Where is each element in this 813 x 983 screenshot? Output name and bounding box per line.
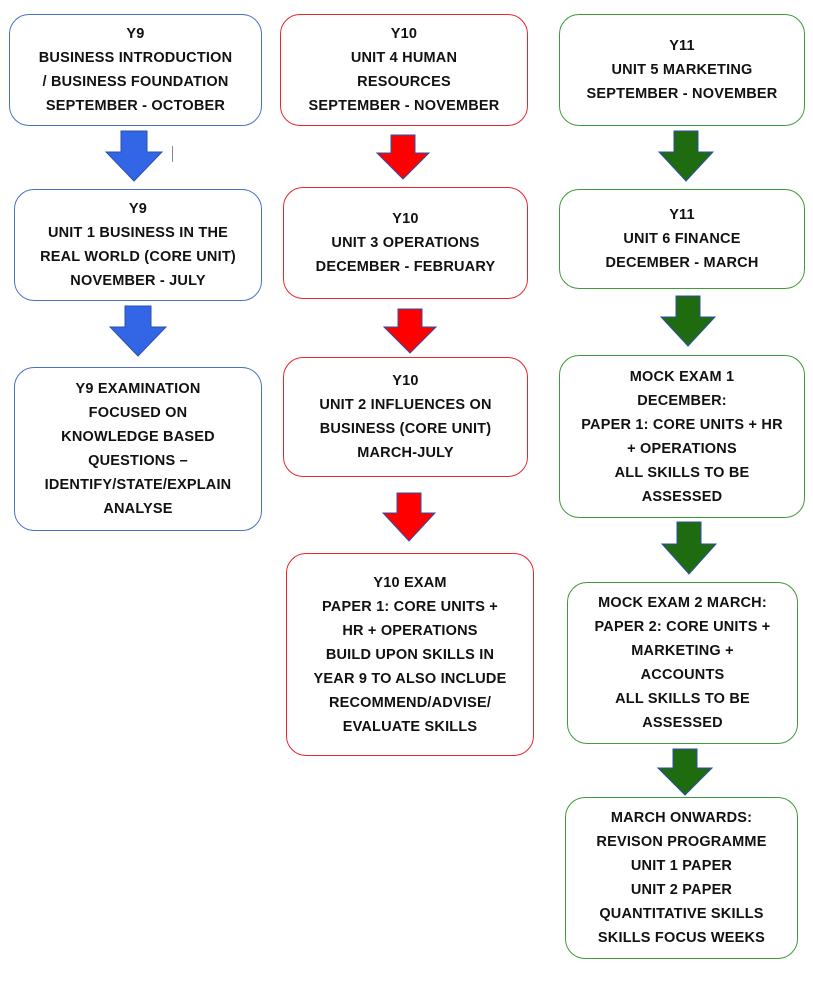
box-line: BUILD UPON SKILLS IN [325, 646, 495, 663]
y10-unit3-box: Y10 UNIT 3 OPERATIONS DECEMBER - FEBRUAR… [283, 187, 528, 299]
y10-unit2-box: Y10 UNIT 2 INFLUENCES ON BUSINESS (CORE … [283, 357, 528, 477]
march-onwards-box: MARCH ONWARDS: REVISON PROGRAMME UNIT 1 … [565, 797, 798, 959]
box-line: UNIT 4 HUMAN [350, 50, 458, 66]
box-line: RECOMMEND/ADVISE/ [328, 694, 492, 711]
box-line: MOCK EXAM 1 [629, 368, 735, 385]
box-line: DECEMBER: [637, 392, 727, 409]
box-line: REAL WORLD (CORE UNIT) [40, 249, 236, 265]
box-line: UNIT 1 BUSINESS IN THE [47, 225, 229, 241]
box-line: QUESTIONS – [88, 453, 188, 469]
box-line: QUANTITATIVE SKILLS [599, 906, 764, 922]
box-line: ALL SKILLS TO BE [614, 464, 750, 481]
y11-unit5-box: Y11 UNIT 5 MARKETING SEPTEMBER - NOVEMBE… [559, 14, 805, 126]
box-line: FOCUSED ON [88, 405, 188, 421]
box-line: IDENTIFY/STATE/EXPLAIN [44, 477, 232, 493]
box-line: MARCH ONWARDS: [610, 810, 753, 826]
box-line: ASSESSED [642, 715, 723, 731]
down-arrow-icon [658, 130, 714, 182]
down-arrow-icon [661, 521, 717, 575]
box-line: SKILLS FOCUS WEEKS [597, 930, 766, 946]
y9-unit1-box: Y9 UNIT 1 BUSINESS IN THE REAL WORLD (CO… [14, 189, 262, 301]
box-line: Y10 EXAM [373, 574, 447, 591]
box-line: SEPTEMBER - NOVEMBER [308, 98, 500, 114]
y11-unit6-box: Y11 UNIT 6 FINANCE DECEMBER - MARCH [559, 189, 805, 289]
box-line: DECEMBER - FEBRUARY [315, 259, 496, 275]
y9-business-introduction-box: Y9 BUSINESS INTRODUCTION / BUSINESS FOUN… [9, 14, 262, 126]
y10-exam-box: Y10 EXAM PAPER 1: CORE UNITS + HR + OPER… [286, 553, 534, 756]
box-line: UNIT 6 FINANCE [623, 231, 741, 247]
down-arrow-icon [105, 130, 163, 182]
box-line: Y10 [392, 211, 419, 227]
box-line: Y9 [126, 26, 145, 42]
down-arrow-icon [382, 492, 436, 542]
box-line: NOVEMBER - JULY [70, 273, 206, 289]
divider [172, 146, 173, 162]
box-line: PAPER 1: CORE UNITS + [322, 598, 498, 615]
box-line: MARKETING + [631, 643, 734, 659]
box-line: UNIT 2 PAPER [630, 882, 733, 898]
box-line: Y9 EXAMINATION [75, 381, 201, 397]
y10-unit4-box: Y10 UNIT 4 HUMAN RESOURCES SEPTEMBER - N… [280, 14, 528, 126]
box-line: BUSINESS INTRODUCTION [38, 50, 233, 66]
box-line: YEAR 9 TO ALSO INCLUDE [313, 670, 507, 687]
box-line: PAPER 1: CORE UNITS + HR [581, 416, 783, 433]
box-line: UNIT 3 OPERATIONS [331, 235, 480, 251]
box-line: PAPER 2: CORE UNITS + [594, 619, 771, 635]
box-line: Y10 [392, 373, 419, 389]
box-line: BUSINESS (CORE UNIT) [319, 421, 492, 437]
box-line: UNIT 5 MARKETING [611, 62, 753, 78]
box-line: UNIT 1 PAPER [630, 858, 733, 874]
box-line: EVALUATE SKILLS [342, 718, 478, 735]
box-line: KNOWLEDGE BASED [61, 429, 215, 445]
box-line: ASSESSED [641, 488, 723, 505]
box-line: DECEMBER - MARCH [605, 255, 759, 271]
box-line: ANALYSE [103, 501, 173, 517]
box-line: HR + OPERATIONS [342, 622, 478, 639]
box-line: ACCOUNTS [640, 667, 725, 683]
box-line: MARCH-JULY [357, 445, 454, 461]
mock-exam-1-box: MOCK EXAM 1 DECEMBER: PAPER 1: CORE UNIT… [559, 355, 805, 518]
box-line: / BUSINESS FOUNDATION [42, 74, 229, 90]
box-line: RESOURCES [357, 74, 451, 90]
box-line: Y10 [390, 26, 418, 42]
down-arrow-icon [109, 305, 167, 357]
box-line: MOCK EXAM 2 MARCH: [598, 595, 767, 611]
box-line: + OPERATIONS [627, 440, 737, 457]
box-line: Y11 [669, 38, 695, 54]
box-line: UNIT 2 INFLUENCES ON [319, 397, 492, 413]
down-arrow-icon [376, 134, 430, 180]
down-arrow-icon [657, 748, 713, 796]
down-arrow-icon [660, 295, 716, 347]
box-line: SEPTEMBER - NOVEMBER [586, 86, 778, 102]
box-line: Y9 [128, 201, 148, 217]
mock-exam-2-box: MOCK EXAM 2 MARCH: PAPER 2: CORE UNITS +… [567, 582, 798, 744]
box-line: ALL SKILLS TO BE [615, 691, 750, 707]
down-arrow-icon [383, 308, 437, 354]
box-line: REVISON PROGRAMME [596, 834, 767, 850]
box-line: SEPTEMBER - OCTOBER [45, 98, 226, 114]
box-line: Y11 [669, 207, 695, 223]
y9-examination-box: Y9 EXAMINATION FOCUSED ON KNOWLEDGE BASE… [14, 367, 262, 531]
